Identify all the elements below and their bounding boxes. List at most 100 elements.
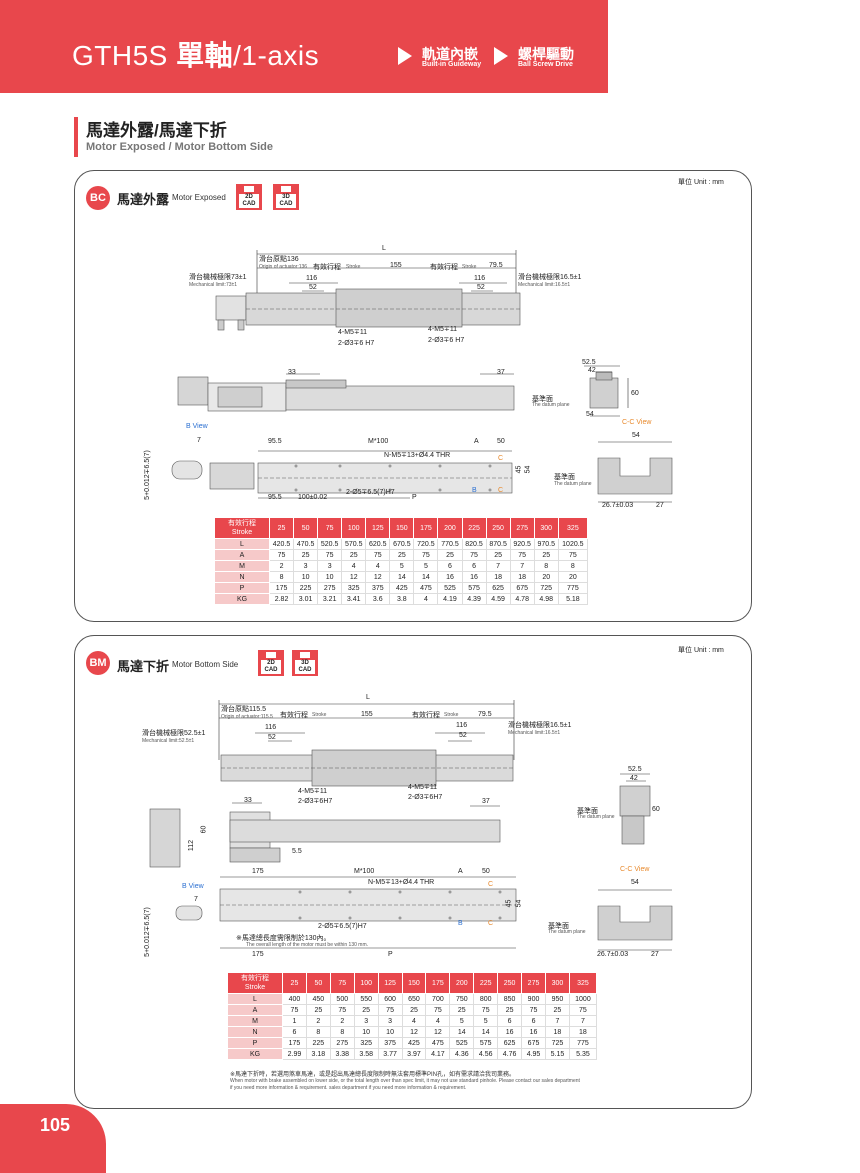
row-label: M [227, 1015, 283, 1027]
dim-right-gap: 79.5 [489, 262, 503, 269]
table-cell: 275 [329, 1037, 355, 1049]
mech-limit-left: 滑台機械極限52.5±1 [142, 730, 206, 737]
dim-52-right: 52 [477, 284, 485, 291]
header-banner [0, 0, 608, 93]
dim-116-right: 116 [456, 722, 468, 729]
table-cell: 5.35 [568, 1048, 598, 1060]
table-cell: 3.21 [317, 593, 343, 605]
table-header-cell: 150 [401, 972, 427, 994]
dim-5-5: 5.5 [292, 848, 302, 855]
dim-mid: 155 [361, 711, 373, 718]
table-cell: 4.98 [533, 593, 559, 605]
section-mark-c-bottom: C [498, 487, 504, 494]
table-cell: 575 [473, 1037, 499, 1049]
panel-title: 馬達外露 [117, 192, 170, 207]
pin-spec-right: 2-Ø3∓6H7 [408, 794, 443, 801]
table-cell: 375 [377, 1037, 403, 1049]
table-cell: 950 [544, 993, 570, 1005]
dim-7: 7 [197, 437, 201, 444]
table-cell: 900 [521, 993, 546, 1005]
origin-label: 滑台原點115.5 [221, 706, 266, 713]
table-cell: 225 [305, 1037, 331, 1049]
page-number-tab [0, 1104, 106, 1173]
pin-spec-bottom: 2-Ø5∓6.5(7)H7 [318, 923, 367, 930]
table-cell: 425 [401, 1037, 427, 1049]
unit-label: 單位 Unit : mm [678, 647, 724, 654]
dim-26-7: 26.7±0.03 [602, 502, 634, 509]
table-cell: 3 [377, 1015, 403, 1027]
panel-code-badge: BC [86, 186, 110, 210]
table-cell: 5 [473, 1015, 499, 1027]
stroke-label-right-en: Stroke [444, 712, 459, 718]
table-cell: 5 [449, 1015, 475, 1027]
dim-37: 37 [482, 798, 490, 805]
table-header-cell: 50 [305, 972, 331, 994]
table-cell: 6 [497, 1015, 523, 1027]
table-cell: 500 [329, 993, 355, 1005]
table-cell: 1020.5 [557, 538, 589, 550]
cc-view-label: C-C View [622, 419, 652, 426]
dim-M100: M*100 [354, 868, 375, 875]
datum-label: 基準面 [577, 808, 598, 815]
table-cell: 5.18 [557, 593, 589, 605]
stroke-label-right: 有效行程 [430, 264, 458, 271]
table-cell: 3.58 [353, 1048, 379, 1060]
dim-54: 54 [586, 411, 594, 418]
dim-60-front: 60 [200, 825, 208, 834]
dim-52-left: 52 [309, 284, 317, 291]
table-cell: 75 [425, 1004, 451, 1016]
dim-42: 42 [630, 775, 638, 782]
thread-spec-n: N-M5∓13+Ø4.4 THR [384, 452, 451, 459]
table-cell: 2.99 [282, 1048, 307, 1060]
arrow-right-icon [494, 47, 508, 65]
table-cell: 14 [449, 1026, 475, 1038]
table-cell: 620.5 [365, 538, 391, 550]
table-cell: 12 [425, 1026, 451, 1038]
table-cell: 25 [401, 1004, 427, 1016]
table-cell: 25 [353, 1004, 379, 1016]
table-cell: 8 [305, 1026, 331, 1038]
table-cell: 75 [377, 1004, 403, 1016]
table-cell: 6 [521, 1015, 546, 1027]
table-cell: 75 [557, 549, 589, 561]
table-cell: 25 [497, 1004, 523, 1016]
mech-limit-left: 滑台機械極限73±1 [189, 274, 247, 281]
motor-length-note: ※馬達總長度需限制於130內。 [236, 935, 331, 942]
stroke-label-left: 有效行程 [313, 264, 341, 271]
table-cell: 75 [521, 1004, 546, 1016]
tolerance-spec: 5+0.012∓6.5(7) [143, 907, 151, 957]
table-header-cell: 275 [509, 517, 535, 539]
stroke-label-right: 有效行程 [412, 712, 440, 719]
dim-M100: M*100 [368, 438, 389, 445]
dim-54-cc: 54 [631, 879, 639, 886]
table-cell: 16 [521, 1026, 546, 1038]
dim-27: 27 [656, 502, 664, 509]
pin-spec-left: 2-Ø3∓6H7 [298, 798, 333, 805]
table-cell: 775 [568, 1037, 598, 1049]
footnote-zh: ※馬達下折時，若選用煞車馬達，或是超出馬達總長度限制時無法套用標準PIN孔，如有… [230, 1072, 516, 1078]
table-header-cell: 225 [473, 972, 499, 994]
section-mark-c-bottom: C [488, 920, 494, 927]
thread-spec-n: N-M5∓13+Ø4.4 THR [368, 879, 435, 886]
table-header-cell: 75 [329, 972, 355, 994]
pin-spec-left: 2-Ø3∓6 H7 [338, 340, 375, 347]
row-label: L [227, 993, 283, 1005]
dim-52-left: 52 [268, 734, 276, 741]
table-cell: 675 [521, 1037, 546, 1049]
table-cell: 1000 [568, 993, 598, 1005]
panel-subtitle: Motor Exposed [172, 193, 226, 202]
